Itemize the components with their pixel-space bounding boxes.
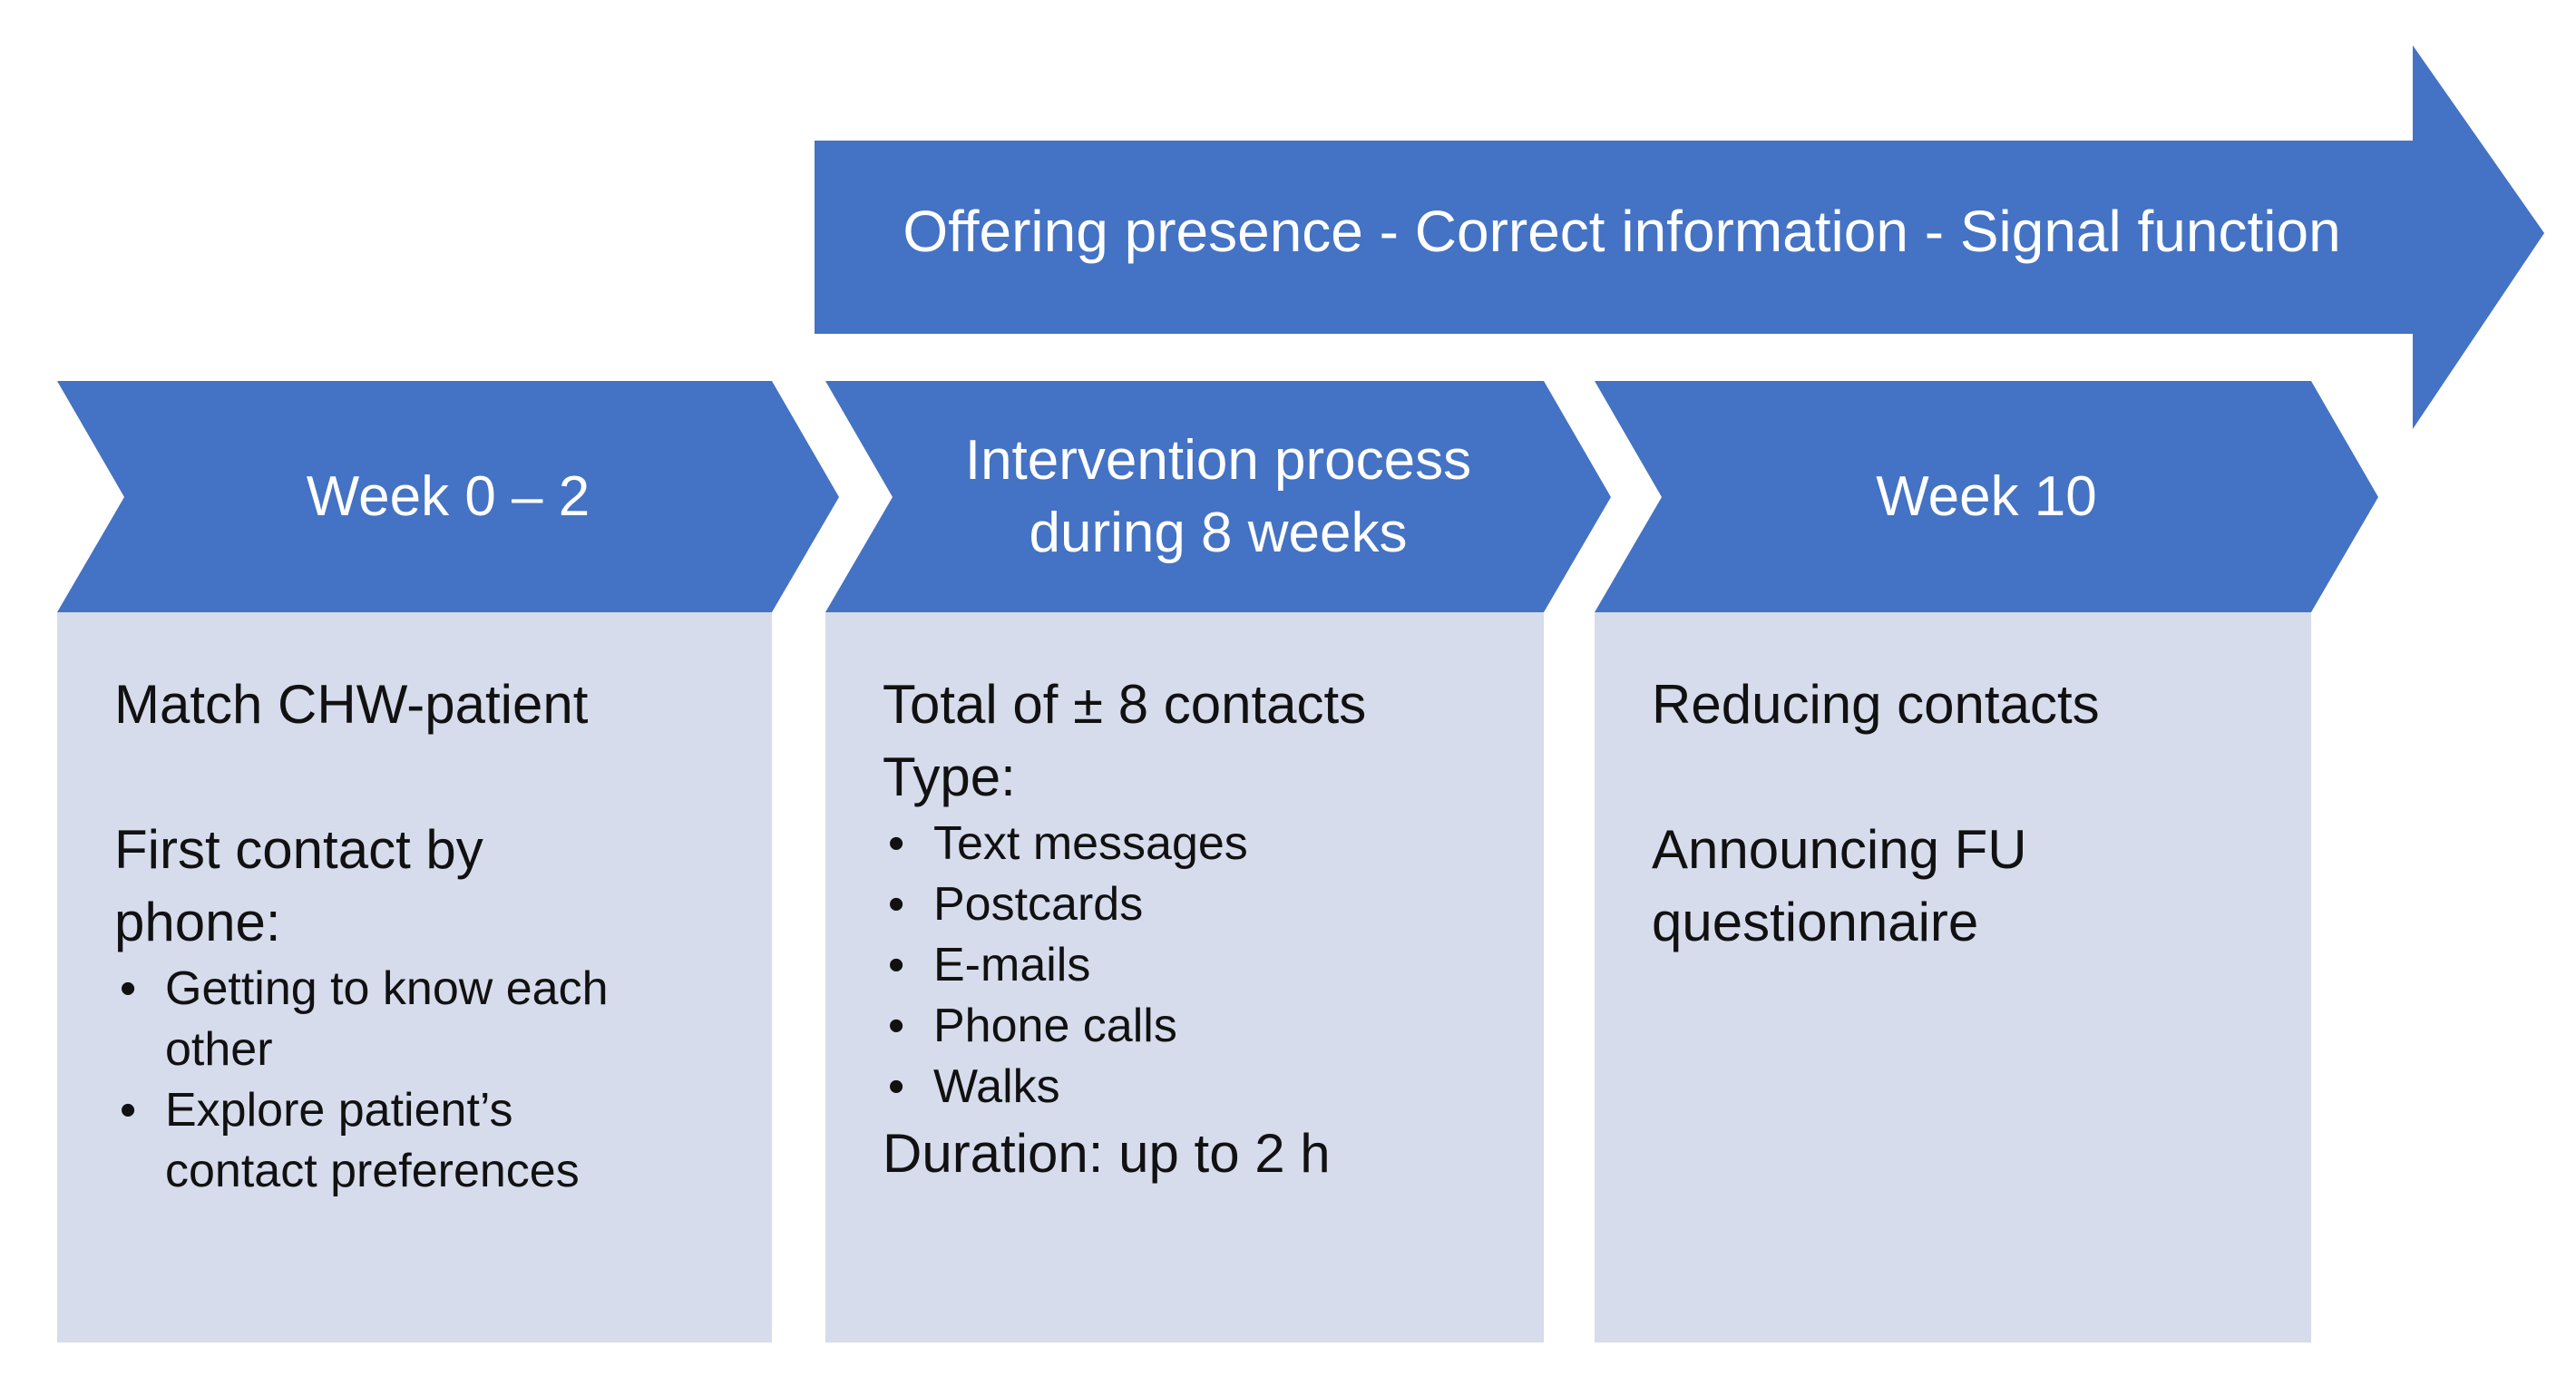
list-item: Getting to know each other xyxy=(114,959,673,1080)
phase-3-title: Week 10 xyxy=(1595,381,2378,612)
list-item: E-mails xyxy=(883,935,1517,996)
phase-2-chevron xyxy=(825,381,1611,612)
phase-2-title-line-1: Intervention process xyxy=(964,428,1472,492)
phase-2-title: Intervention process during 8 weeks xyxy=(825,381,1611,612)
phase-1-chevron xyxy=(57,381,839,612)
phase-1-title-line: Week 0 – 2 xyxy=(306,464,590,528)
banner-arrow xyxy=(815,45,2544,429)
phase-1-body: Match CHW-patient First contact by phone… xyxy=(114,669,749,1202)
phase-1-title: Week 0 – 2 xyxy=(57,381,839,612)
phase-3-section-heading: Announcing FU questionnaire xyxy=(1652,819,2027,952)
phase-2-title-line-2: during 8 weeks xyxy=(1029,501,1408,564)
phase-3-title-line: Week 10 xyxy=(1876,464,2097,528)
phase-3-content-box xyxy=(1595,612,2311,1342)
phase-2-footer: Duration: up to 2 h xyxy=(883,1123,1331,1184)
phase-2-type-label: Type: xyxy=(883,747,1016,807)
banner-label: Offering presence - Correct information … xyxy=(903,199,2341,264)
list-item: Walks xyxy=(883,1057,1517,1118)
phase-3-chevron xyxy=(1595,381,2378,612)
list-item: Text messages xyxy=(883,814,1517,874)
phase-1-section-heading: First contact by phone: xyxy=(114,819,483,952)
list-item: Postcards xyxy=(883,874,1517,935)
phase-2-bullet-list: Text messages Postcards E-mails Phone ca… xyxy=(883,814,1517,1118)
list-item: Phone calls xyxy=(883,996,1517,1057)
phase-3-lead: Reducing contacts xyxy=(1652,674,2100,735)
phase-1-lead: Match CHW-patient xyxy=(114,674,589,735)
phase-3-body: Reducing contacts Announcing FU question… xyxy=(1652,669,2287,959)
phase-2-body: Total of ± 8 contacts Type: Text message… xyxy=(883,669,1517,1190)
list-item: Explore patient’s contact preferences xyxy=(114,1080,673,1202)
phase-2-lead: Total of ± 8 contacts xyxy=(883,674,1367,735)
phase-1-bullet-list: Getting to know each other Explore patie… xyxy=(114,959,749,1202)
